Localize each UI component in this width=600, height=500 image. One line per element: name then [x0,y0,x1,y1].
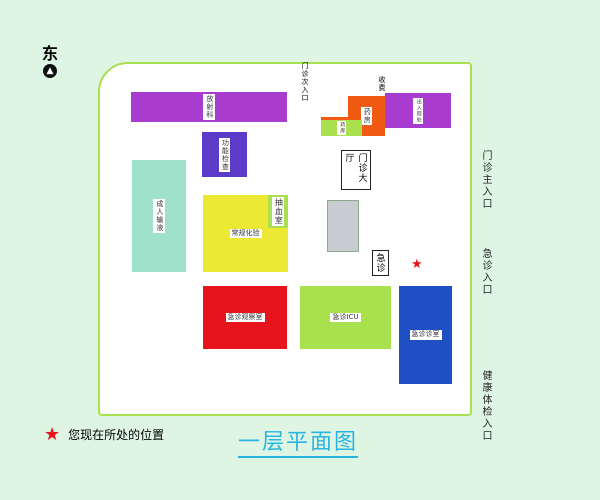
room-drug-store[interactable]: 药库 [321,120,362,136]
entrance-emergency: 急诊入口 [480,248,491,296]
legend: ★ 您现在所处的位置 [44,424,164,445]
room-adult-infusion[interactable]: 成人输液 [132,160,186,272]
room-consult[interactable]: 急诊诊室 [399,286,452,384]
north-arrow-icon: ▲ [43,64,57,78]
room-radiology[interactable]: 放射科 [131,92,287,122]
compass: 东 ▲ [42,40,58,78]
compass-label: 东 [42,44,59,63]
entrance-outpatient-main: 门诊主入口 [480,150,491,210]
emergency-sign: 急诊 [371,247,389,279]
side-entrance-label: 门诊次入口 [301,62,309,102]
star-icon: ★ [44,424,61,445]
escalator [327,200,359,252]
star-icon: ★ [411,257,423,272]
room-function-check[interactable]: 功能检查 [202,132,247,177]
room-observation[interactable]: 急诊观察室 [203,286,287,349]
outpatient-hall: 门诊大厅 [340,150,371,190]
legend-label: 您现在所处的位置 [68,428,165,442]
room-icu[interactable]: 急诊ICU [300,286,391,349]
entrance-health-check: 健康体检入口 [480,370,491,442]
room-admission[interactable]: 出入院处 [385,93,451,128]
fee-label: 收费 [378,76,386,92]
map-title: 一层平面图 [238,424,359,458]
room-blood-draw[interactable]: 抽血室 [268,195,288,228]
